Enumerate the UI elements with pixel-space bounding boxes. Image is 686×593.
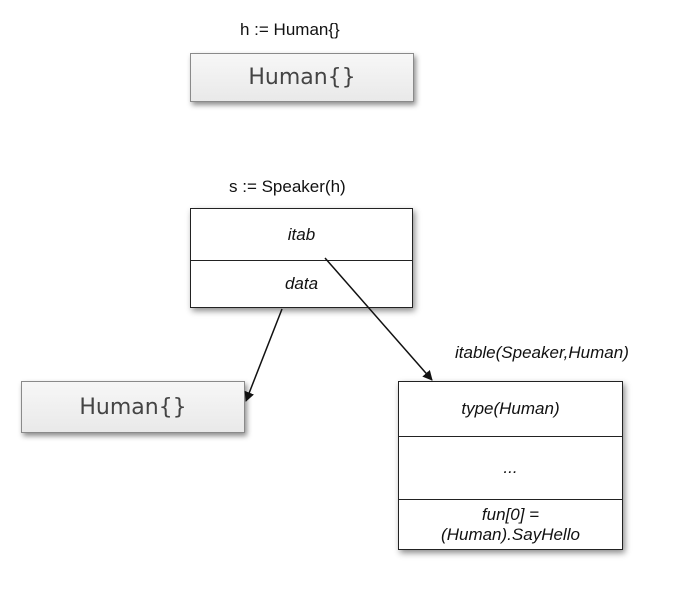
speaker-assignment-caption: s := Speaker(h) xyxy=(229,177,346,196)
itable-fun-row: fun[0] = (Human).SayHello xyxy=(399,500,622,549)
itab-field-label: itab xyxy=(287,224,316,244)
itable-type-label: type(Human) xyxy=(461,399,560,418)
itable-box: type(Human) ... fun[0] = (Human).SayHell… xyxy=(398,381,623,550)
human-value-label: Human{} xyxy=(248,65,356,90)
data-pointer-arrow xyxy=(244,308,283,402)
itable-ellipsis-row: ... xyxy=(399,437,622,500)
itab-field: itab xyxy=(191,209,412,261)
itable-type-row: type(Human) xyxy=(399,382,622,437)
data-target-value-label: Human{} xyxy=(79,394,187,420)
itable-caption: itable(Speaker,Human) xyxy=(455,343,629,362)
itable-fun-method-label: (Human).SayHello xyxy=(441,524,580,544)
data-field-label: data xyxy=(284,274,319,293)
data-target-value-box: Human{} xyxy=(21,381,245,433)
itable-ellipsis-label: ... xyxy=(503,458,518,477)
data-field: data xyxy=(191,261,412,307)
interface-value-box: itab data xyxy=(190,208,413,308)
human-value-box: Human{} xyxy=(190,53,414,102)
human-assignment-caption: h := Human{} xyxy=(240,20,340,39)
itable-fun-label: fun[0] = xyxy=(481,504,540,524)
